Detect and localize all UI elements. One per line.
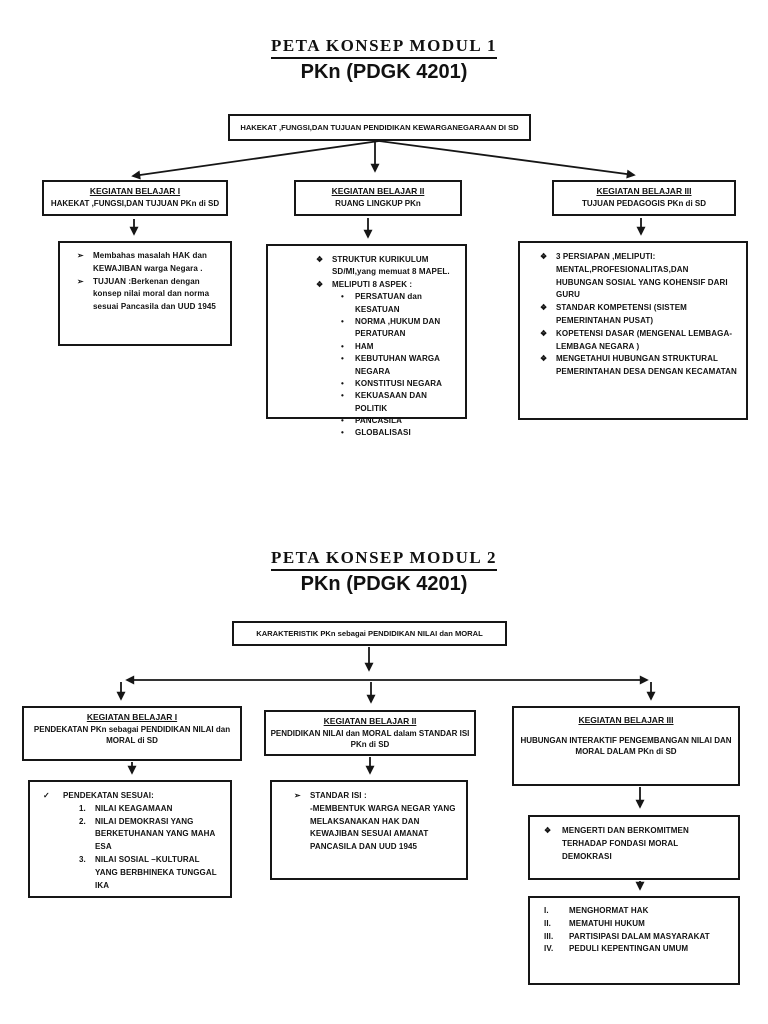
modul1-kb3-node: KEGIATAN BELAJAR III TUJUAN PEDAGOGIS PK… bbox=[552, 180, 736, 216]
modul2-kb2-subtitle: PENDIDIKAN NILAI dan MORAL dalam STANDAR… bbox=[270, 728, 470, 750]
diamond-bullet-icon: ❖ bbox=[540, 354, 548, 364]
modul1-kb3-detail-node: ❖3 PERSIAPAN ,MELIPUTI: MENTAL,PROFESION… bbox=[518, 241, 748, 420]
list-item: 2.NILAI DEMOKRASI YANG BERKETUHANAN YANG… bbox=[79, 816, 216, 852]
diamond-bullet-icon: ❖ bbox=[544, 826, 552, 835]
diamond-bullet-icon: ❖ bbox=[540, 303, 548, 313]
list-item: III.PARTISIPASI DALAM MASYARAKAT bbox=[544, 931, 732, 944]
check-bullet-icon: ✓ bbox=[43, 791, 50, 800]
dot-bullet-icon: • bbox=[341, 292, 344, 302]
aspek-sublist: •PERSATUAN dan KESATUAN •NORMA ,HUKUM DA… bbox=[341, 291, 459, 440]
modul1-kb1-detail-node: ➢ Membahas masalah HAK dan KEWAJIBAN war… bbox=[58, 241, 232, 346]
modul2-kb2-title: KEGIATAN BELAJAR II bbox=[323, 716, 417, 726]
modul1-root-label: HAKEKAT ,FUNGSI,DAN TUJUAN PENDIDIKAN KE… bbox=[240, 123, 519, 132]
modul1-kb1-subtitle: HAKEKAT ,FUNGSI,DAN TUJUAN PKn di SD bbox=[50, 198, 220, 208]
list-item: •PERSATUAN dan KESATUAN bbox=[341, 292, 422, 314]
list-item: •KONSTITUSI NEGARA bbox=[341, 378, 459, 390]
list-item: ❖ MELIPUTI 8 ASPEK : bbox=[316, 279, 459, 291]
modul1-kb1-node: KEGIATAN BELAJAR I HAKEKAT ,FUNGSI,DAN T… bbox=[42, 180, 228, 216]
dot-bullet-icon: • bbox=[341, 316, 344, 326]
modul1-kb2-subtitle: RUANG LINGKUP PKn bbox=[335, 198, 421, 208]
modul1-root-node: HAKEKAT ,FUNGSI,DAN TUJUAN PENDIDIKAN KE… bbox=[228, 114, 531, 141]
list-item: I.MENGHORMAT HAK bbox=[544, 905, 732, 918]
list-item: ➢ TUJUAN :Berkenan dengan konsep nilai m… bbox=[77, 276, 216, 312]
list-item: •KEKUASAAN DAN POLITIK bbox=[341, 391, 427, 413]
modul1-title: PETA KONSEP MODUL 1 bbox=[0, 36, 768, 59]
list-item: ➢ Membahas masalah HAK dan KEWAJIBAN war… bbox=[77, 251, 207, 273]
diamond-bullet-icon: ❖ bbox=[316, 255, 324, 264]
modul2-kb3-node: KEGIATAN BELAJAR III HUBUNGAN INTERAKTIF… bbox=[512, 706, 740, 786]
list-item: ❖3 PERSIAPAN ,MELIPUTI: MENTAL,PROFESION… bbox=[540, 252, 728, 300]
number-marker: 3. bbox=[79, 854, 86, 864]
modul2-kb2-node: KEGIATAN BELAJAR II PENDIDIKAN NILAI dan… bbox=[264, 710, 476, 756]
connector-m1-root-kb3 bbox=[378, 140, 636, 179]
modul2-root-node: KARAKTERISTIK PKn sebagai PENDIDIKAN NIL… bbox=[232, 621, 507, 646]
dot-bullet-icon: • bbox=[341, 341, 344, 351]
list-item: 1.NILAI KEAGAMAAN bbox=[79, 803, 224, 816]
diamond-bullet-icon: ❖ bbox=[316, 279, 324, 289]
roman-marker: II. bbox=[544, 918, 551, 928]
list-item: ❖ MENGERTI DAN BERKOMITMEN TERHADAP FOND… bbox=[544, 826, 689, 861]
list-item: II.MEMATUHI HUKUM bbox=[544, 918, 732, 931]
list-item: ✓ PENDEKATAN SESUAI: bbox=[43, 790, 224, 803]
modul1-kb3-subtitle: TUJUAN PEDAGOGIS PKn di SD bbox=[581, 198, 706, 208]
arrowhead-bullet-icon: ➢ bbox=[294, 791, 301, 800]
modul2-kb3-detail-node: ❖ MENGERTI DAN BERKOMITMEN TERHADAP FOND… bbox=[528, 815, 740, 880]
modul2-kb2-detail-node: ➢ STANDAR ISI : -MEMBENTUK WARGA NEGAR Y… bbox=[270, 780, 468, 880]
roman-marker: I. bbox=[544, 906, 549, 915]
modul2-kb3-subtitle: HUBUNGAN INTERAKTIF PENGEMBANGAN NILAI D… bbox=[520, 735, 732, 757]
modul1-kb3-title: KEGIATAN BELAJAR III bbox=[596, 186, 692, 196]
pendekatan-sublist: 1.NILAI KEAGAMAAN 2.NILAI DEMOKRASI YANG… bbox=[79, 803, 224, 893]
list-item: ❖MENGETAHUI HUBUNGAN STRUKTURAL PEMERINT… bbox=[540, 354, 737, 377]
modul1-kb2-node: KEGIATAN BELAJAR II RUANG LINGKUP PKn bbox=[294, 180, 462, 216]
modul1-subtitle: PKn (PDGK 4201) bbox=[0, 61, 768, 84]
list-item: •HAM bbox=[341, 341, 459, 353]
list-item: ❖STANDAR KOMPETENSI (SISTEM PEMERINTAHAN… bbox=[540, 303, 687, 325]
number-marker: 1. bbox=[79, 803, 86, 813]
connector-m1-root-kb1 bbox=[131, 140, 380, 180]
list-item: •NORMA ,HUKUM DAN PERATURAN bbox=[341, 316, 441, 339]
roman-marker: IV. bbox=[544, 944, 554, 954]
dot-bullet-icon: • bbox=[341, 391, 344, 401]
list-item: IV.PEDULI KEPENTINGAN UMUM bbox=[544, 943, 732, 956]
modul2-subtitle-text: PKn (PDGK 4201) bbox=[300, 573, 468, 595]
arrowhead-bullet-icon: ➢ bbox=[77, 251, 84, 260]
diamond-bullet-icon: ❖ bbox=[540, 328, 548, 338]
dot-bullet-icon: • bbox=[341, 416, 344, 426]
modul2-kb3-list-node: I.MENGHORMAT HAK II.MEMATUHI HUKUM III.P… bbox=[528, 896, 740, 985]
modul2-kb3-title: KEGIATAN BELAJAR III bbox=[578, 715, 674, 725]
roman-marker: III. bbox=[544, 931, 554, 941]
number-marker: 2. bbox=[79, 816, 86, 826]
list-item: •GLOBALISASI bbox=[341, 427, 459, 439]
modul2-kb1-detail-node: ✓ PENDEKATAN SESUAI: 1.NILAI KEAGAMAAN 2… bbox=[28, 780, 232, 898]
modul2-root-label: KARAKTERISTIK PKn sebagai PENDIDIKAN NIL… bbox=[256, 629, 483, 638]
list-item: ❖ STRUKTUR KURIKULUM SD/MI,yang memuat 8… bbox=[316, 255, 450, 277]
modul2-kb1-subtitle: PENDEKATAN PKn sebagai PENDIDIKAN NILAI … bbox=[33, 724, 231, 746]
modul1-subtitle-text: PKn (PDGK 4201) bbox=[300, 61, 468, 83]
list-item: •PANCASILA bbox=[341, 415, 459, 427]
dot-bullet-icon: • bbox=[341, 378, 344, 388]
modul1-kb2-title: KEGIATAN BELAJAR II bbox=[331, 186, 425, 196]
modul2-kb1-node: KEGIATAN BELAJAR I PENDEKATAN PKn sebaga… bbox=[22, 706, 242, 761]
modul1-kb2-detail-node: ❖ STRUKTUR KURIKULUM SD/MI,yang memuat 8… bbox=[266, 244, 467, 437]
dot-bullet-icon: • bbox=[341, 428, 344, 438]
list-item: ➢ STANDAR ISI : -MEMBENTUK WARGA NEGAR Y… bbox=[294, 790, 458, 854]
modul2-title: PETA KONSEP MODUL 2 bbox=[0, 548, 768, 571]
diamond-bullet-icon: ❖ bbox=[540, 252, 548, 261]
list-item: ❖KOPETENSI DASAR (MENGENAL LEMBAGA- LEMB… bbox=[540, 328, 733, 351]
modul2-subtitle: PKn (PDGK 4201) bbox=[0, 573, 768, 596]
list-item: 3.NILAI SOSIAL –KULTURAL YANG BERBHINEKA… bbox=[79, 854, 217, 890]
modul1-kb1-title: KEGIATAN BELAJAR I bbox=[89, 186, 181, 196]
modul2-kb1-title: KEGIATAN BELAJAR I bbox=[86, 712, 178, 722]
standar-isi-text: STANDAR ISI : -MEMBENTUK WARGA NEGAR YAN… bbox=[310, 791, 456, 852]
list-item: •KEBUTUHAN WARGA NEGARA bbox=[341, 354, 440, 376]
dot-bullet-icon: • bbox=[341, 354, 344, 364]
modul1-title-text: PETA KONSEP MODUL 1 bbox=[270, 36, 498, 59]
arrowhead-bullet-icon: ➢ bbox=[77, 276, 84, 286]
modul2-title-text: PETA KONSEP MODUL 2 bbox=[270, 548, 498, 571]
